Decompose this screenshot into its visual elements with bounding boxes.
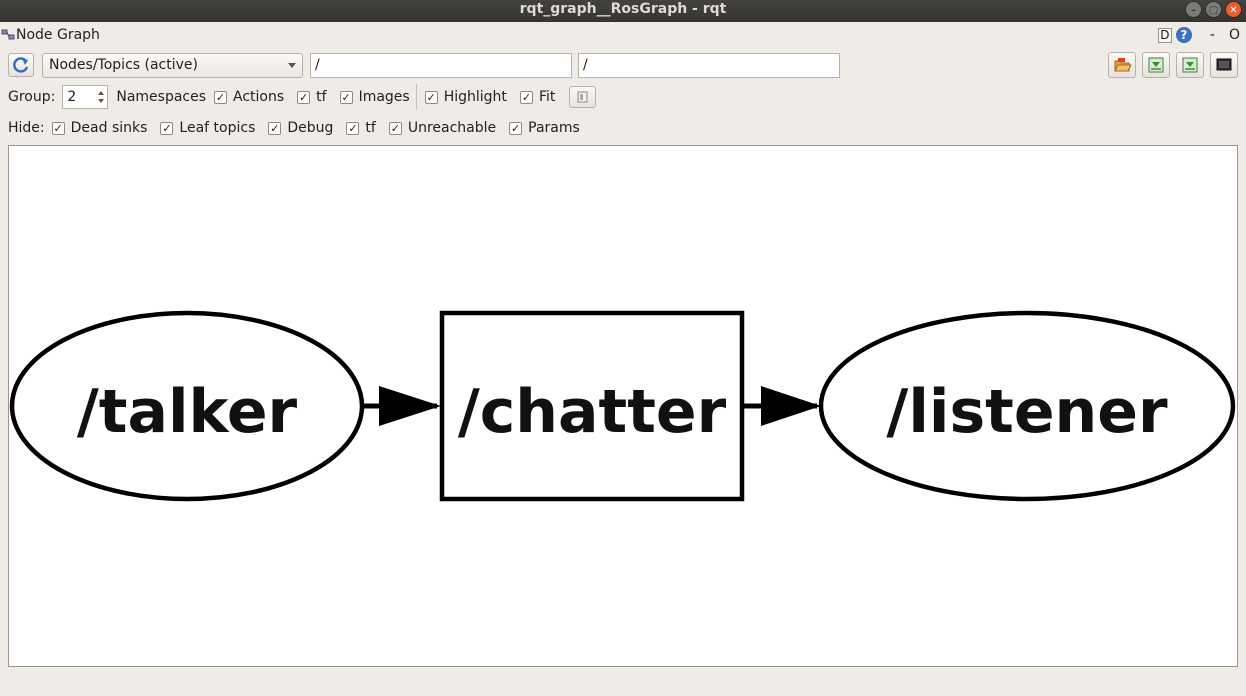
view-mode-select[interactable]: Nodes/Topics (active): [42, 53, 303, 78]
edge-arrow-talker-chatter: [379, 386, 441, 426]
namespaces-checkbox[interactable]: ✓ Actions: [214, 89, 284, 105]
fit-checkbox[interactable]: ✓ Fit: [519, 89, 556, 105]
images-label: Images: [358, 89, 410, 105]
hide-row: Hide: ✓ Dead sinks ✓ Leaf topics ✓ Debug…: [8, 116, 580, 140]
group-value: 2: [67, 89, 77, 105]
node-label-chatter: /chatter: [458, 377, 727, 447]
graph-node-listener[interactable]: /listener: [818, 310, 1236, 502]
fit-view-icon: [577, 91, 588, 103]
group-spinbox[interactable]: 2: [62, 85, 109, 109]
dock-button[interactable]: D: [1157, 27, 1172, 43]
tf-label: tf: [316, 89, 327, 105]
close-button[interactable]: ✕: [1225, 1, 1242, 18]
save-as-dot-icon: [1148, 57, 1164, 73]
separator: [415, 84, 417, 110]
fit-label: Fit: [538, 89, 556, 105]
highlight-checkbox[interactable]: ✓ Highlight: [424, 89, 507, 105]
edge-arrow-chatter-listener: [761, 386, 821, 426]
checkbox-check: ✓: [214, 90, 228, 104]
plugin-header: Node Graph D ? - O: [0, 25, 1246, 47]
hide-label: Hide:: [8, 120, 45, 136]
minimize-button[interactable]: –: [1185, 1, 1202, 18]
dead-sinks-label: Dead sinks: [70, 120, 148, 136]
maximize-button[interactable]: ▢: [1205, 1, 1222, 18]
unreachable-checkbox[interactable]: ✓ Unreachable: [388, 120, 497, 136]
tf-checkbox[interactable]: ✓ Images: [339, 89, 410, 105]
folder-open-icon: [1114, 58, 1132, 72]
refresh-icon: [13, 57, 29, 73]
checkbox-check: ✓: [268, 121, 282, 135]
image-icon: [1216, 58, 1232, 71]
window-controls: – ▢ ✕: [1185, 1, 1242, 18]
minimize-plugin-button[interactable]: -: [1209, 27, 1215, 43]
checkbox-check: ✓: [160, 121, 174, 135]
graph-canvas[interactable]: /talker /chatter /listener: [8, 145, 1238, 667]
options-row: Group: 2 Namespaces ✓ Actions ✓ tf ✓ Ima…: [8, 84, 597, 110]
help-icon[interactable]: ?: [1175, 27, 1192, 43]
plugin-title: Node Graph: [16, 27, 100, 43]
window-title: rqt_graph__RosGraph - rqt: [519, 1, 727, 17]
group-label: Group:: [8, 89, 56, 105]
window-titlebar: rqt_graph__RosGraph - rqt – ▢ ✕: [0, 0, 1246, 22]
checkbox-check: ✓: [424, 90, 438, 104]
load-dot-button[interactable]: [1108, 52, 1136, 78]
checkbox-check: ✓: [346, 121, 360, 135]
save-svg-button[interactable]: [1176, 52, 1204, 78]
chevron-down-icon: [288, 63, 296, 68]
hide-tf-label: tf: [365, 120, 376, 136]
params-checkbox[interactable]: ✓ Params: [509, 120, 580, 136]
save-as-svg-icon: [1182, 57, 1198, 73]
spin-down-icon[interactable]: [98, 99, 105, 103]
leaf-topics-label: Leaf topics: [179, 120, 256, 136]
node-label-talker: /talker: [77, 377, 298, 447]
spin-up-icon[interactable]: [98, 91, 105, 95]
checkbox-check: ✓: [519, 90, 533, 104]
checkbox-check: ✓: [509, 121, 523, 135]
hide-tf-checkbox[interactable]: ✓ tf: [346, 120, 376, 136]
refresh-button[interactable]: [8, 53, 34, 77]
graph-node-talker[interactable]: /talker: [9, 310, 365, 502]
params-label: Params: [528, 120, 580, 136]
checkbox-check: ✓: [51, 121, 65, 135]
checkbox-check: ✓: [297, 90, 311, 104]
node-graph-icon: [1, 29, 15, 40]
dead-sinks-checkbox[interactable]: ✓ Dead sinks: [51, 120, 148, 136]
node-label-listener: /listener: [886, 377, 1168, 447]
leaf-topics-checkbox[interactable]: ✓ Leaf topics: [160, 120, 255, 136]
ros-graph: /talker /chatter /listener: [9, 310, 1236, 502]
highlight-label: Highlight: [443, 89, 507, 105]
graph-node-chatter[interactable]: /chatter: [439, 310, 745, 502]
close-plugin-button[interactable]: O: [1228, 27, 1240, 43]
namespaces-label: Namespaces: [116, 89, 207, 105]
debug-checkbox[interactable]: ✓ Debug: [268, 120, 333, 136]
save-dot-button[interactable]: [1142, 52, 1170, 78]
save-image-button[interactable]: [1210, 52, 1238, 78]
actions-label: Actions: [233, 89, 285, 105]
topic-filter-input[interactable]: /: [578, 53, 840, 78]
unreachable-label: Unreachable: [407, 120, 497, 136]
debug-label: Debug: [287, 120, 334, 136]
actions-checkbox[interactable]: ✓ tf: [297, 89, 327, 105]
checkbox-check: ✓: [339, 90, 353, 104]
node-filter-input[interactable]: /: [310, 53, 572, 78]
fit-in-view-button[interactable]: [569, 86, 597, 108]
checkbox-check: ✓: [388, 121, 402, 135]
view-mode-value: Nodes/Topics (active): [49, 57, 198, 73]
